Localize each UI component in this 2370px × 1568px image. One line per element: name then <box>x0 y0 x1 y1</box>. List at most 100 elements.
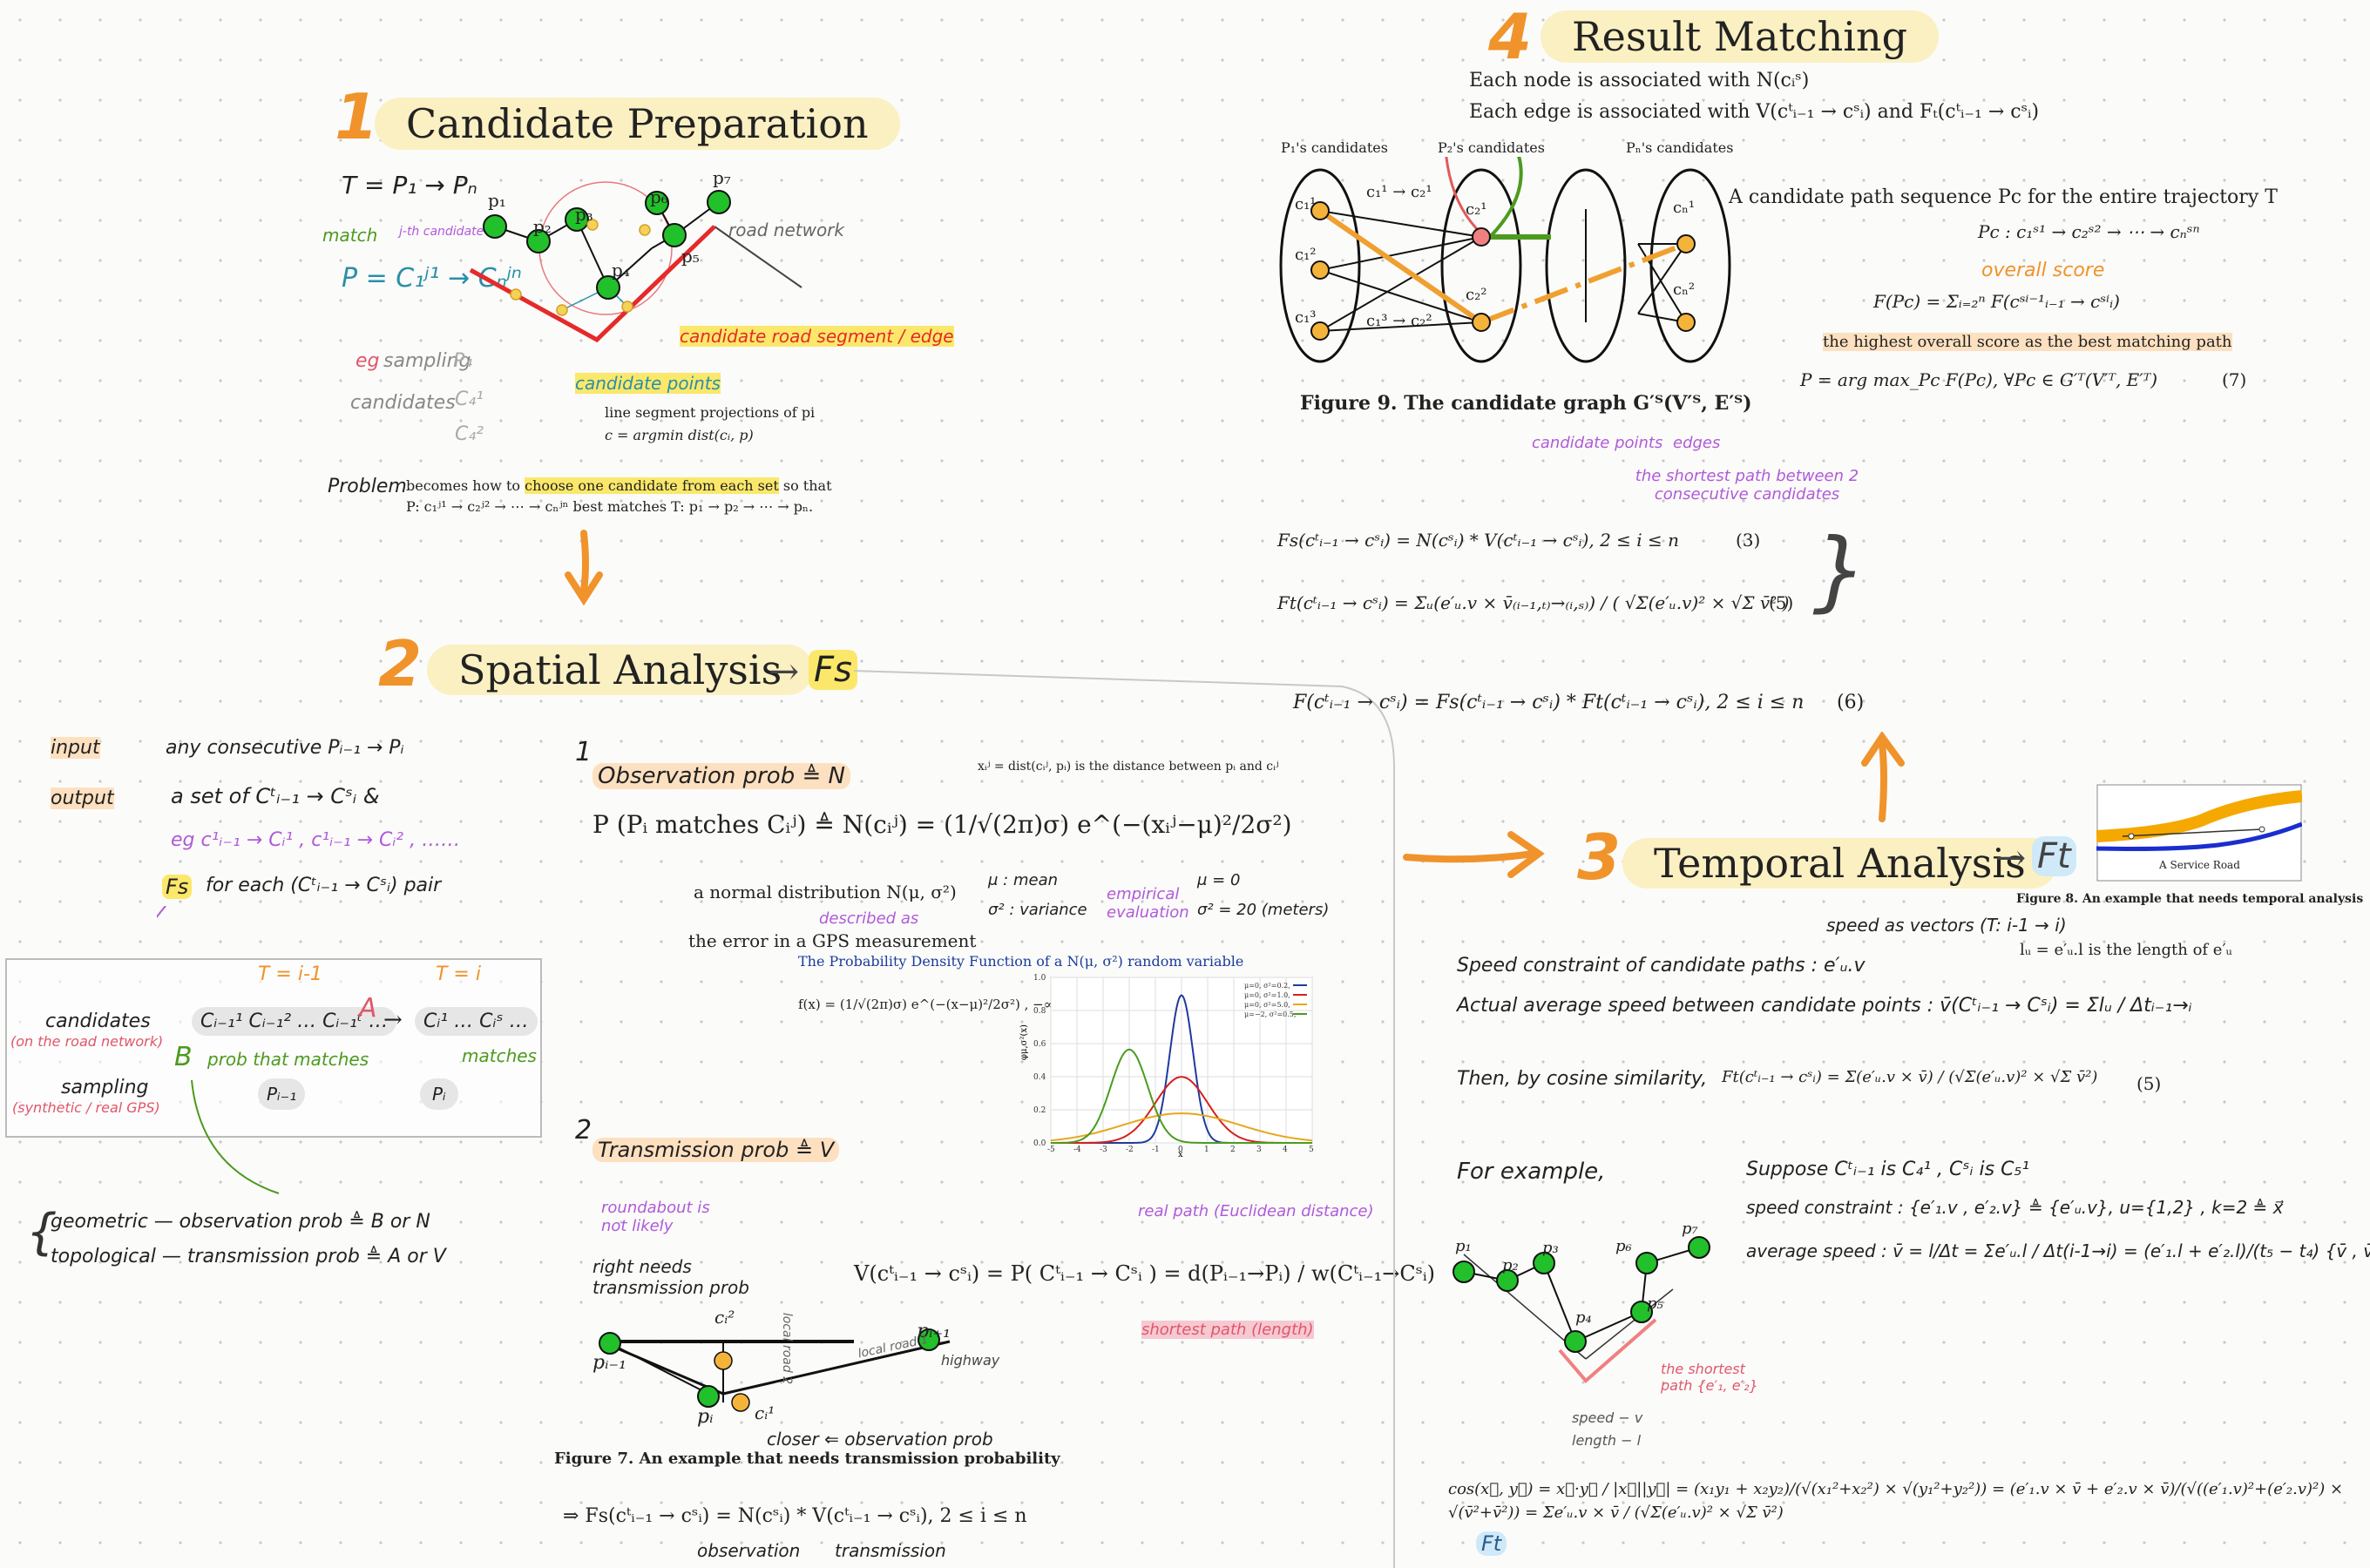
box-seq-2: Cᵢ¹ … Cᵢˢ … <box>415 1007 538 1036</box>
eq5-temporal-number: (5) <box>2136 1073 2162 1094</box>
candidates-label: candidates <box>350 392 456 414</box>
pdf-xtick: -4 <box>1073 1146 1081 1154</box>
normal-dist: a normal distribution N(μ, σ²) <box>694 882 957 902</box>
pdf-xtick: 0 <box>1178 1146 1183 1154</box>
path-seq-text: A candidate path sequence Pc for the ent… <box>1729 186 2278 208</box>
node-c22: c₂² <box>1466 286 1487 304</box>
pdf-xtick: 4 <box>1283 1146 1288 1154</box>
eq6-formula: F(cᵗᵢ₋₁ → cˢᵢ) = Fs(cᵗᵢ₋₁ → cˢᵢ) * Ft(cᵗ… <box>1293 692 1805 713</box>
obs-title: Observation prob ≜ N <box>592 763 850 789</box>
ex-pt-3: p₃ <box>1542 1239 1559 1257</box>
pdf-ylabel: φμ,σ²(x) <box>1019 1024 1029 1060</box>
pt-label-7: p₇ <box>713 167 731 188</box>
box-sampling: sampling <box>61 1077 149 1098</box>
right-arrow-icon <box>1403 831 1545 878</box>
pdf-xtick: -3 <box>1100 1146 1107 1154</box>
output-label: output <box>51 787 114 809</box>
transmission-label: transmission <box>835 1540 946 1561</box>
box-pi: Pᵢ <box>420 1078 458 1110</box>
node-cn1: cₙ¹ <box>1673 199 1696 217</box>
pdf-xtick: 1 <box>1204 1146 1209 1154</box>
obs-number: 1 <box>575 737 592 767</box>
eq3-number: (3) <box>1736 530 1761 551</box>
roundabout-note: roundabout is not likely <box>601 1199 710 1235</box>
eq5-number: (5) <box>1769 592 1794 613</box>
ex-pt-4: p₄ <box>1575 1308 1592 1327</box>
node-c21: c₂¹ <box>1466 200 1487 219</box>
topological-line: topological — transmission prob ≜ A or V <box>51 1246 446 1267</box>
trans-number: 2 <box>575 1115 592 1146</box>
overall-score-note: overall score <box>1981 260 2105 281</box>
box-prob-matches: prob that matches <box>207 1049 369 1070</box>
divider-curve <box>854 670 1395 1568</box>
trans-formula: V(cᵗᵢ₋₁ → cˢᵢ) = P( Cᵗᵢ₋₁ → Cˢᵢ ) = d(Pᵢ… <box>854 1261 1436 1286</box>
cos-formula: cos(x⃗, y⃗) = x⃗·y⃗ / |x⃗||y⃗| = (x₁y₁ +… <box>1448 1480 2344 1522</box>
pdf-legend-3: μ=−2, σ²=0.5, <box>1244 1010 1296 1018</box>
geometric-line: geometric — observation prob ≜ B or N <box>51 1211 430 1233</box>
node-cn2: cₙ² <box>1673 280 1696 299</box>
empirical-note: empirical evaluation <box>1107 885 1189 922</box>
sigma-var: σ² : variance <box>988 901 1087 919</box>
pdf-ytick: 0.6 <box>1033 1040 1046 1049</box>
pt-label-1: p₁ <box>488 190 506 211</box>
section-2-number: 2 <box>378 627 423 700</box>
pdf-curve-2 <box>1050 1112 1313 1142</box>
speed-constraint-line: Speed constraint of candidate paths : e′… <box>1457 955 1866 977</box>
mu-zero: μ = 0 <box>1197 871 1241 889</box>
pdf-formula: f(x) = (1/√(2π)σ) e^(−(x−μ)²/2σ²) , −∞ <… <box>798 997 1112 1012</box>
pdf-xlabel: x <box>1178 1150 1183 1159</box>
fig7-label-pi: pᵢ <box>697 1406 714 1428</box>
projection-note: line segment projections of pi <box>605 404 816 421</box>
box-seq-1: Cᵢ₋₁¹ Cᵢ₋₁² … Cᵢ₋₁ᵗ … <box>192 1007 397 1036</box>
box-b: B <box>174 1042 193 1072</box>
pdf-ytick: 0.8 <box>1033 1007 1046 1016</box>
pdf-xtick: 2 <box>1230 1146 1236 1154</box>
pt-label-6: p₆ <box>650 186 668 207</box>
pt-label-3: p₃ <box>575 204 593 225</box>
ex-pt-6: p₆ <box>1615 1237 1632 1255</box>
gps-error: the error in a GPS measurement <box>688 930 977 951</box>
described-as: described as <box>819 909 919 928</box>
highway-label: highway <box>941 1352 1000 1369</box>
sampling-label: sampling <box>383 350 471 372</box>
speed-c-line: speed constraint : {e′₁.v , e′₂.v} ≜ {e′… <box>1746 1197 2284 1218</box>
box-matches: matches <box>462 1045 537 1066</box>
fs-label: Fs <box>162 875 193 899</box>
fs-badge: Fs <box>809 650 857 690</box>
example-diagram <box>1452 1236 1710 1383</box>
ex-pt-2: p₂ <box>1502 1256 1519 1274</box>
p1-candidates: P₁'s candidates <box>1281 139 1388 156</box>
pdf-xtick: -2 <box>1126 1146 1134 1154</box>
box-a: A <box>359 993 377 1024</box>
fpc-formula: F(Pc) = Σᵢ₌₂ⁿ F(cˢⁱ⁻¹ᵢ₋₁ → cˢⁱᵢ) <box>1873 291 2120 312</box>
trajectory-def: T = P₁ → Pₙ <box>342 171 477 199</box>
jth-candidate-note: j-th candidate <box>399 225 484 239</box>
right-needs: right needs transmission prob <box>592 1256 749 1298</box>
fs-final-formula: ⇒ Fs(cᵗᵢ₋₁ → cˢᵢ) = N(cˢᵢ) * V(cᵗᵢ₋₁ → c… <box>563 1505 1027 1527</box>
shortest-example-note: the shortest path {e′₁, e′₂} <box>1661 1361 1758 1394</box>
edge-c13-c22: c₁³ → c₂² <box>1366 312 1432 330</box>
input-text: any consecutive Pᵢ₋₁ → Pᵢ <box>166 737 404 759</box>
node-line: Each node is associated with N(cᵢˢ) <box>1469 70 1810 91</box>
real-path-note: real path (Euclidean distance) <box>1138 1202 1374 1220</box>
problem-line2: P: c₁ʲ¹ → c₂ʲ² → ⋯ → cₙʲⁿ best matches T… <box>406 498 814 515</box>
pt-label-2: p₂ <box>533 216 552 237</box>
fs-each-text: for each (Cᵗᵢ₋₁ → Cˢᵢ) pair <box>206 875 442 896</box>
node-c13: c₁³ <box>1295 308 1317 327</box>
highest-score-note: the highest overall score as the best ma… <box>1823 333 2232 351</box>
argmax-formula: P = arg max_Pc F(Pc), ∀Pc ∈ G′ᵀ(V′ᵀ, E′ᵀ… <box>1800 369 2158 390</box>
avg-speed-line: Actual average speed between candidate p… <box>1457 995 2192 1017</box>
suppose-line: Suppose Cᵗᵢ₋₁ is C₄¹ , Cˢᵢ is C₅¹ <box>1746 1159 2030 1180</box>
ex-pt-1: p₁ <box>1455 1237 1472 1255</box>
local-road-2: local road 2 <box>780 1312 795 1385</box>
trans-title: Transmission prob ≜ V <box>592 1138 840 1162</box>
fig7-label-pi1: pᵢ₊₁ <box>917 1321 951 1342</box>
section-4-number: 4 <box>1488 0 1533 73</box>
arrow-icon-2: → <box>1995 836 2027 879</box>
mu-mean: μ : mean <box>988 871 1059 889</box>
fig9-caption: Figure 9. The candidate graph G′ᵀ(V′ᵀ, E… <box>1300 392 1752 415</box>
pdf-xtick: 5 <box>1309 1146 1314 1154</box>
right-brace-icon: } <box>1812 519 1868 621</box>
output-text: a set of Cᵗᵢ₋₁ → Cˢᵢ & <box>171 784 380 808</box>
connector-lines <box>157 906 280 1194</box>
